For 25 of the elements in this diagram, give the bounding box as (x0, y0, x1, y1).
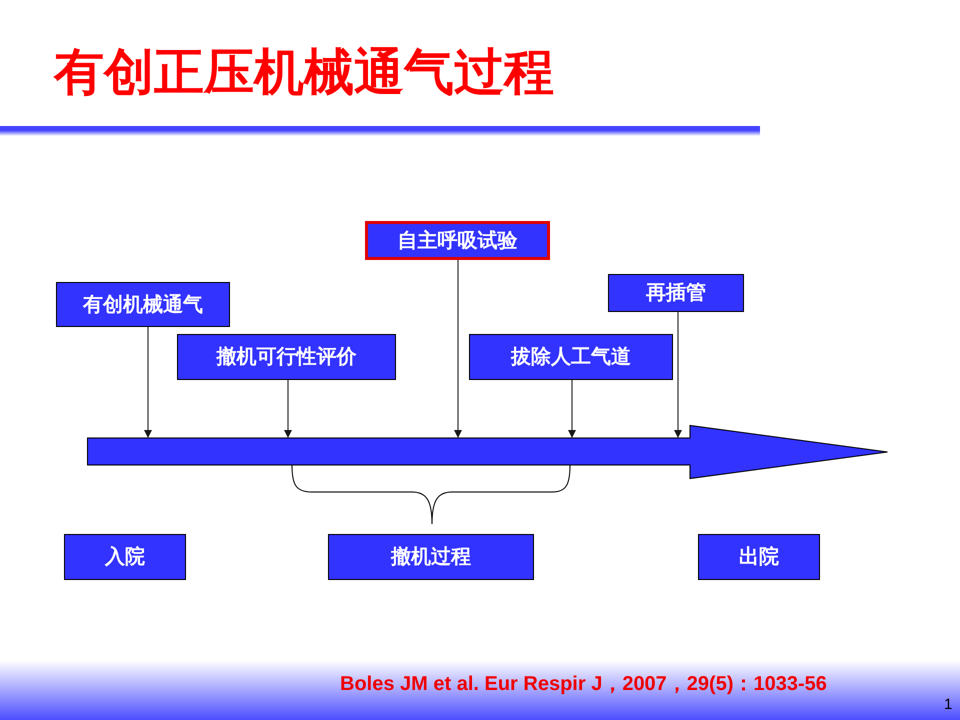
arrow (568, 380, 576, 438)
box-label: 入院 (105, 545, 145, 569)
box-label: 出院 (739, 545, 779, 569)
slide-title: 有创正压机械通气过程 (54, 43, 554, 102)
arrow (674, 312, 682, 438)
step-box (469, 334, 673, 380)
box-label: 再插管 (646, 281, 706, 305)
citation: Boles JM et al. Eur Respir J，2007，29(5)：1033-56 (340, 672, 827, 697)
timeline-arrow (87, 425, 888, 479)
phase-box (64, 534, 186, 580)
arrow (284, 380, 292, 438)
phase-box (328, 534, 534, 580)
box-label: 撤机过程 (391, 545, 471, 569)
page-number: 1 (944, 696, 952, 714)
box-label: 撤机可行性评价 (216, 345, 356, 369)
highlighted-step-box (365, 221, 550, 260)
arrow (454, 260, 462, 438)
step-box (608, 274, 744, 312)
step-box (56, 282, 230, 327)
box-label: 拔除人工气道 (511, 345, 631, 369)
box-label: 自主呼吸试验 (398, 228, 518, 252)
step-box (177, 334, 396, 380)
phase-box (698, 534, 820, 580)
arrow (144, 326, 152, 438)
box-label: 有创机械通气 (83, 292, 203, 316)
